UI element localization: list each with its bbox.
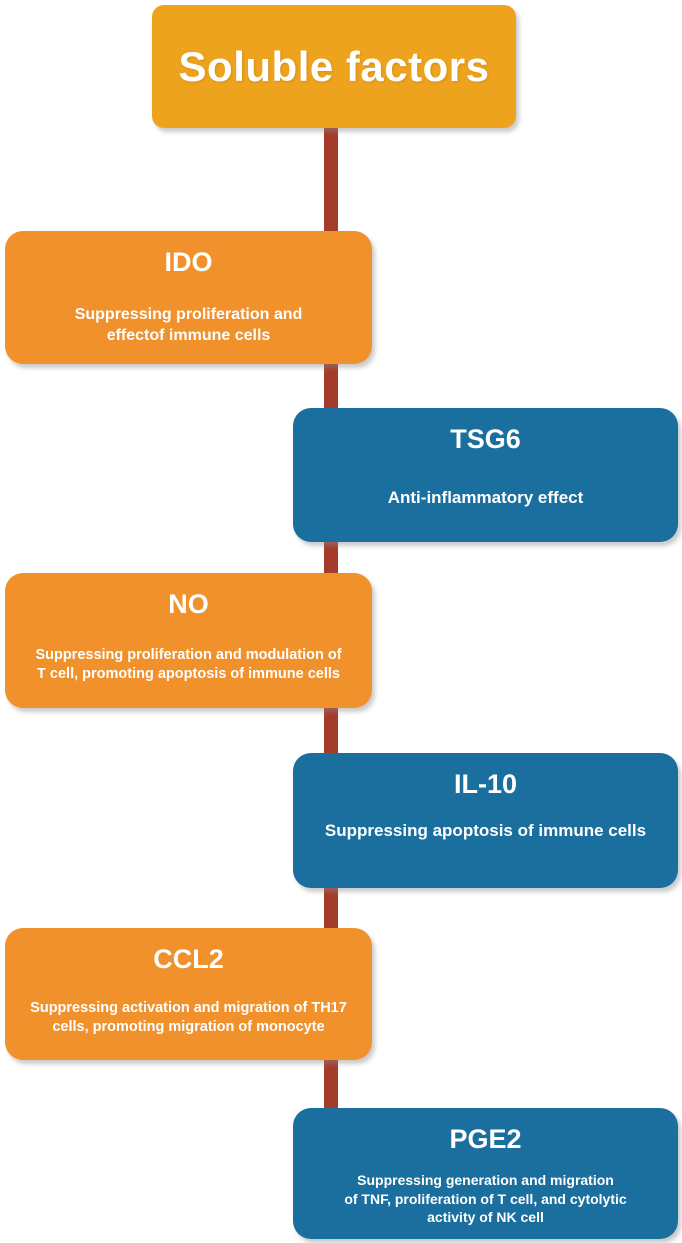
node-ido-title: IDO (164, 247, 213, 277)
root-box-soluble-factors: Soluble factors (152, 5, 516, 128)
diagram-title: Soluble factors (178, 42, 490, 90)
node-tsg6-title: TSG6 (450, 424, 521, 454)
node-no-description: Suppressing proliferation and modulation… (35, 646, 342, 683)
node-tsg6-description: Anti-inflammatory effect (387, 487, 584, 507)
node-il10-description: Suppressing apoptosis of immune cells (324, 820, 647, 840)
node-ccl2: CCL2 Suppressing activation and migratio… (5, 928, 372, 1060)
node-pge2-title: PGE2 (449, 1124, 522, 1154)
node-no-title: NO (168, 589, 209, 619)
node-pge2: PGE2 Suppressing generation and migratio… (293, 1108, 678, 1239)
node-ccl2-title: CCL2 (153, 944, 224, 974)
node-ido-description: Suppressing proliferation and effectof i… (74, 305, 303, 345)
node-tsg6: TSG6 Anti-inflammatory effect (293, 408, 678, 542)
node-ido: IDO Suppressing proliferation and effect… (5, 231, 372, 364)
node-il10-title: IL-10 (453, 769, 518, 799)
node-pge2-description: Suppressing generation and migration of … (344, 1171, 627, 1226)
node-ccl2-description: Suppressing activation and migration of … (30, 999, 347, 1036)
node-no: NO Suppressing proliferation and modulat… (5, 573, 372, 708)
node-il10: IL-10 Suppressing apoptosis of immune ce… (293, 753, 678, 888)
